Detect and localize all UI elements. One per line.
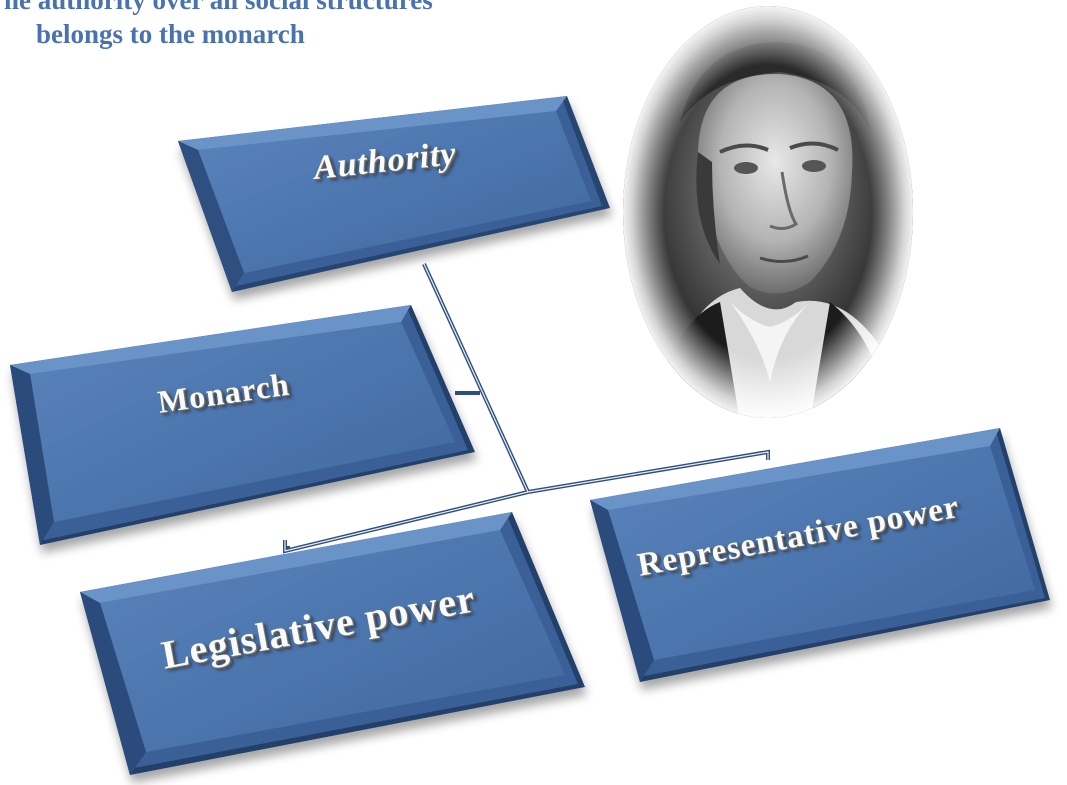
box-monarch: [10, 305, 475, 545]
box-representative: [590, 428, 1050, 682]
box-legislative: [80, 512, 585, 775]
title-line-1: The authority over all social structures: [0, 0, 433, 15]
title-line-2: belongs to the monarch: [36, 19, 305, 49]
portrait-image: [623, 6, 913, 418]
box-authority: [178, 96, 610, 292]
